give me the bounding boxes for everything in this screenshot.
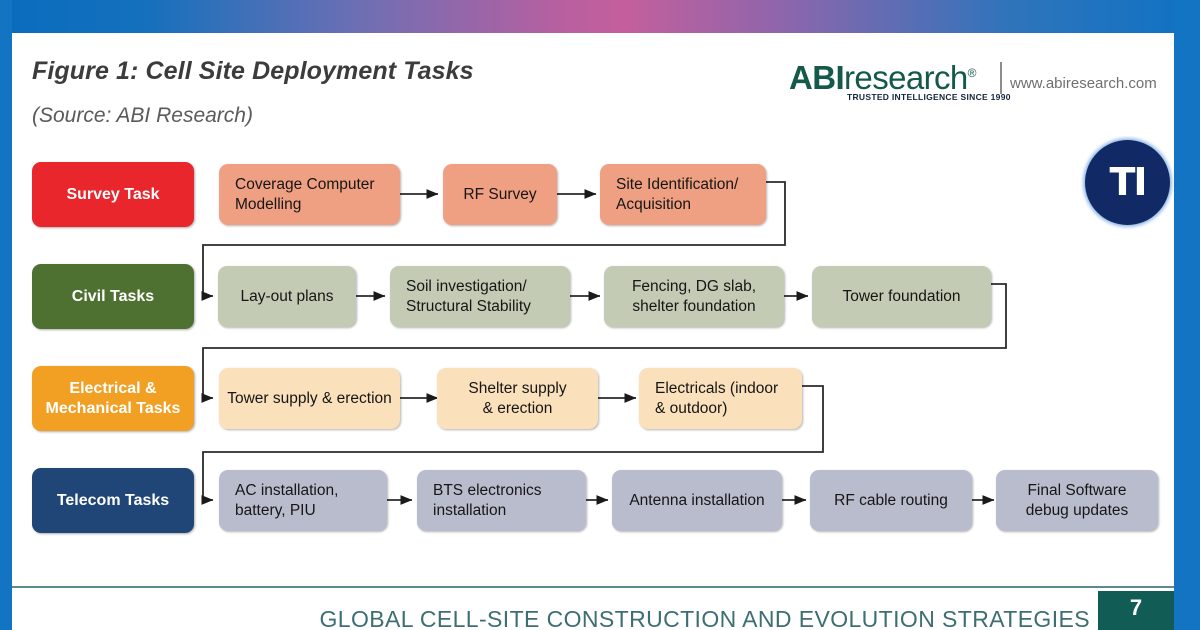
ti-badge-label: TI bbox=[1109, 159, 1147, 204]
row-label-civil-tasks[interactable]: Civil Tasks bbox=[32, 264, 194, 329]
node-rf-cable-routing[interactable]: RF cable routing bbox=[810, 470, 972, 531]
node-line: Structural Stability bbox=[406, 297, 531, 315]
node-line: AC installation, bbox=[235, 481, 339, 499]
node-line: Electricals (indoor bbox=[655, 379, 779, 397]
registered-mark-icon: ® bbox=[967, 66, 977, 80]
node-fencing-dg-slab-shelter-foundation[interactable]: Fencing, DG slab, shelter foundation bbox=[604, 266, 784, 327]
page-number: 7 bbox=[1129, 595, 1143, 620]
node-line: Final Software bbox=[1027, 481, 1127, 499]
node-shelter-supply-erection[interactable]: Shelter supply & erection bbox=[437, 368, 598, 429]
abi-logo-wordmark: ABIresearch® bbox=[789, 57, 994, 94]
node-line: installation bbox=[433, 501, 507, 519]
node-line: Shelter supply bbox=[468, 379, 567, 397]
row-label-survey-task[interactable]: Survey Task bbox=[32, 162, 194, 227]
node-ac-installation-battery-piu[interactable]: AC installation, battery, PIU bbox=[219, 470, 387, 531]
abi-website-url: www.abiresearch.com bbox=[1010, 75, 1157, 92]
row-label-telecom-text: Telecom Tasks bbox=[56, 491, 170, 509]
node-rf-survey[interactable]: RF Survey bbox=[443, 164, 557, 225]
node-soil-investigation-structural-stability[interactable]: Soil investigation/ Structural Stability bbox=[390, 266, 570, 327]
page-number-box: 7 bbox=[1098, 591, 1174, 630]
node-bts-electronics-installation[interactable]: BTS electronics installation bbox=[417, 470, 586, 531]
row-label-electrical-line: Electrical & bbox=[69, 380, 157, 398]
node-line: Tower supply & erection bbox=[227, 389, 392, 407]
row-label-civil-text: Civil Tasks bbox=[71, 287, 155, 305]
left-accent-bar bbox=[0, 0, 12, 630]
abi-logo-tagline: TRUSTED INTELLIGENCE SINCE 1990 bbox=[847, 92, 1011, 102]
row-label-telecom-tasks[interactable]: Telecom Tasks bbox=[32, 468, 194, 533]
node-line: battery, PIU bbox=[235, 501, 316, 519]
node-line: BTS electronics bbox=[433, 481, 542, 499]
abi-logo-light: research bbox=[844, 59, 968, 96]
node-line: Coverage Computer bbox=[235, 175, 375, 193]
top-gradient-band bbox=[0, 0, 1200, 33]
footer-divider bbox=[12, 586, 1174, 588]
node-line: Acquisition bbox=[616, 195, 691, 213]
node-line: shelter foundation bbox=[632, 297, 756, 315]
node-line: Tower foundation bbox=[842, 287, 961, 305]
node-line: & outdoor) bbox=[655, 399, 728, 417]
node-tower-foundation[interactable]: Tower foundation bbox=[812, 266, 991, 327]
node-line: Antenna installation bbox=[629, 491, 765, 509]
right-accent-bar bbox=[1174, 0, 1200, 630]
node-line: RF Survey bbox=[463, 185, 537, 203]
node-line: Site Identification/ bbox=[616, 175, 739, 193]
node-site-identification-acquisition[interactable]: Site Identification/ Acquisition bbox=[600, 164, 766, 225]
node-line: debug updates bbox=[1025, 501, 1129, 519]
abi-research-logo: ABIresearch® TRUSTED INTELLIGENCE SINCE … bbox=[789, 57, 1010, 103]
node-line: & erection bbox=[482, 399, 553, 417]
ti-badge-icon: TI bbox=[1085, 140, 1170, 225]
node-electricals-indoor-outdoor[interactable]: Electricals (indoor & outdoor) bbox=[639, 368, 802, 429]
node-lay-out-plans[interactable]: Lay-out plans bbox=[218, 266, 356, 327]
node-coverage-computer-modelling[interactable]: Coverage Computer Modelling bbox=[219, 164, 400, 225]
footer-report-title: GLOBAL CELL-SITE CONSTRUCTION AND EVOLUT… bbox=[319, 606, 1090, 630]
node-line: Fencing, DG slab, bbox=[631, 277, 757, 295]
row-label-survey-text: Survey Task bbox=[66, 185, 160, 203]
abi-logo-bold: ABI bbox=[789, 59, 845, 96]
node-line: Modelling bbox=[235, 195, 302, 213]
node-tower-supply-erection[interactable]: Tower supply & erection bbox=[219, 368, 400, 429]
node-final-software-debug-updates[interactable]: Final Software debug updates bbox=[996, 470, 1158, 531]
logo-divider bbox=[1000, 62, 1002, 94]
node-line: Soil investigation/ bbox=[406, 277, 527, 295]
figure-source: (Source: ABI Research) bbox=[32, 104, 253, 127]
node-antenna-installation[interactable]: Antenna installation bbox=[612, 470, 782, 531]
figure-title: Figure 1: Cell Site Deployment Tasks bbox=[32, 57, 474, 85]
node-line: Lay-out plans bbox=[240, 287, 334, 305]
row-label-electrical-line: Mechanical Tasks bbox=[45, 399, 181, 417]
node-line: RF cable routing bbox=[834, 491, 948, 509]
row-label-electrical-mechanical-tasks[interactable]: Electrical & Mechanical Tasks bbox=[32, 366, 194, 431]
